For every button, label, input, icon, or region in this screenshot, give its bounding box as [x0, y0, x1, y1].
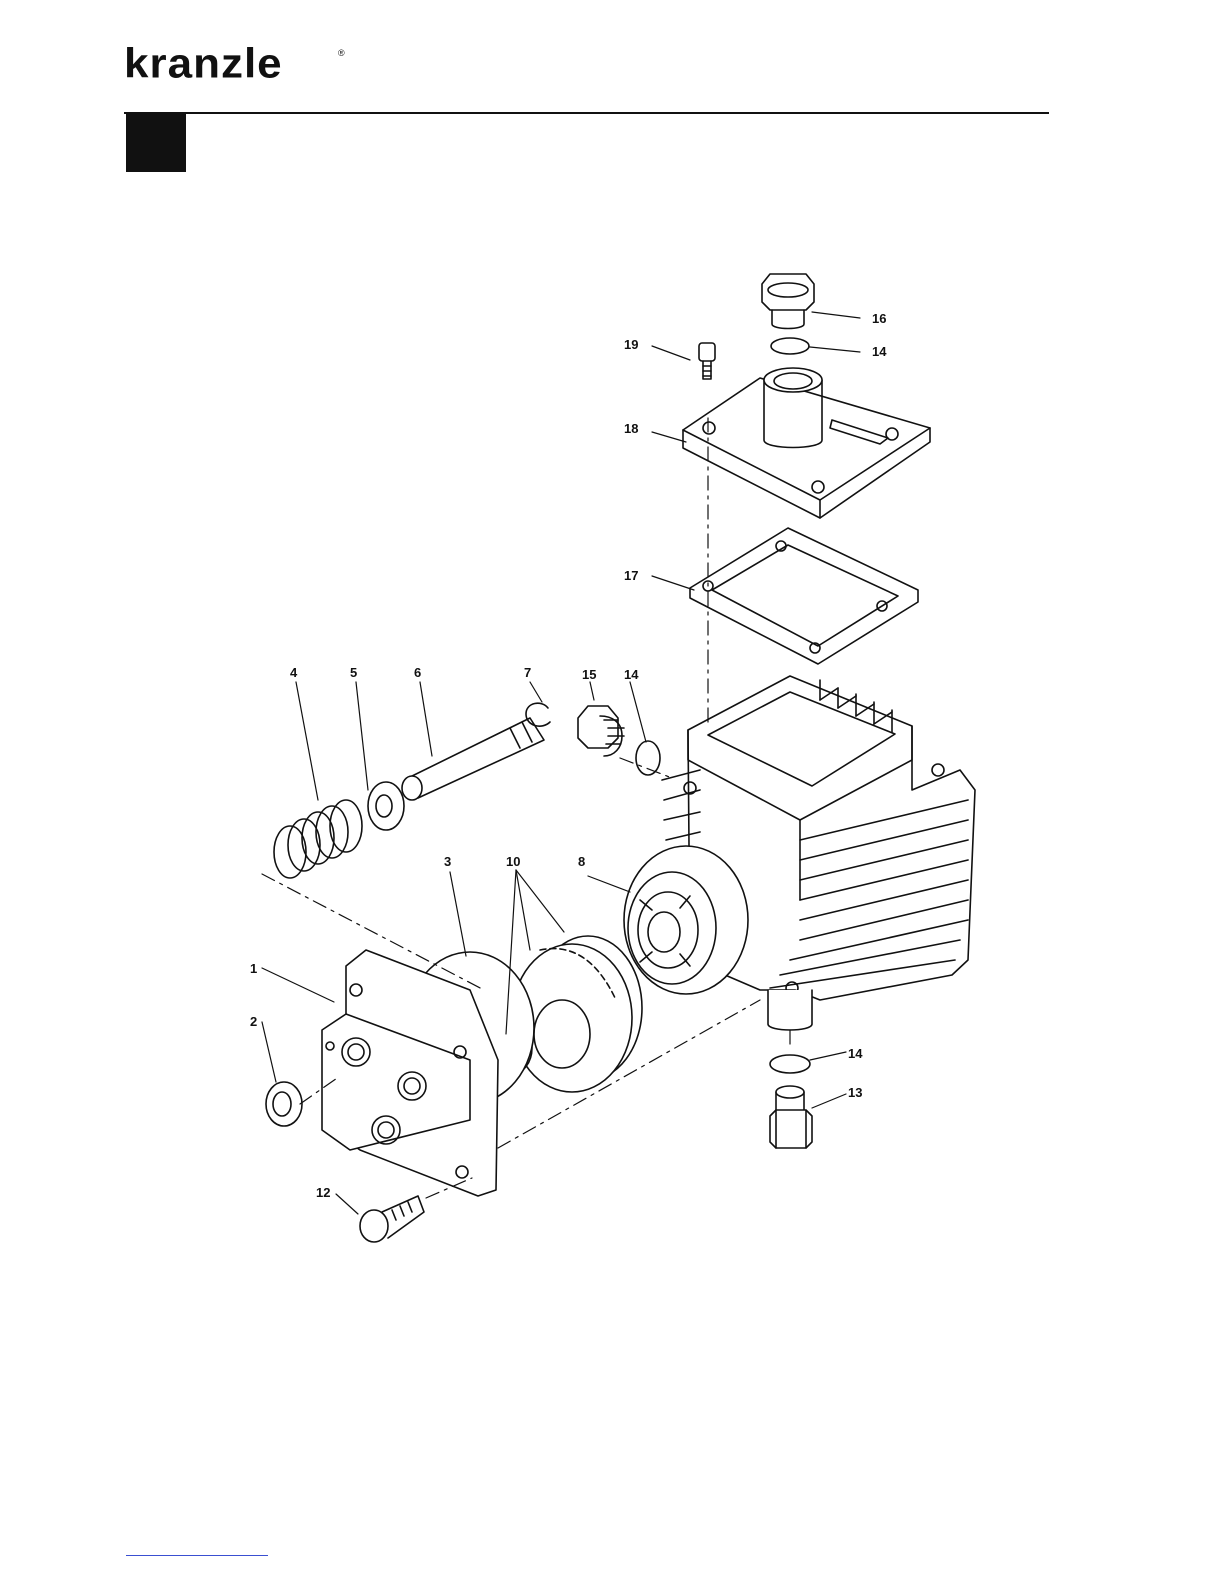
callout-13: 13 — [848, 1085, 862, 1100]
part-14-oring-bottom — [770, 1055, 810, 1073]
part-17-gasket — [690, 528, 918, 664]
part-19-screw — [699, 343, 715, 379]
part-14-oring-top — [771, 338, 809, 354]
callout-14-side: 14 — [624, 667, 639, 682]
part-5-seat — [368, 782, 404, 830]
callout-18: 18 — [624, 421, 638, 436]
callout-14-top: 14 — [872, 344, 887, 359]
callout-17: 17 — [624, 568, 638, 583]
part-4-spring — [274, 800, 362, 878]
part-14-oring-side — [636, 741, 660, 775]
part-13-plug — [770, 1086, 812, 1148]
callout-19: 19 — [624, 337, 638, 352]
part-8-flange — [624, 846, 748, 994]
part-16-plug — [762, 274, 814, 329]
callout-8: 8 — [578, 854, 585, 869]
callout-7: 7 — [524, 665, 531, 680]
callout-16: 16 — [872, 311, 886, 326]
callout-12: 12 — [316, 1185, 330, 1200]
callout-3: 3 — [444, 854, 451, 869]
part-12-screw — [360, 1196, 424, 1242]
callout-14-bottom: 14 — [848, 1046, 863, 1061]
callout-6: 6 — [414, 665, 421, 680]
footer-link-rule — [126, 1555, 268, 1556]
part-7-circlip — [526, 703, 550, 726]
callout-10: 10 — [506, 854, 520, 869]
part-15-plug — [578, 706, 624, 756]
callout-1: 1 — [250, 961, 257, 976]
callout-4: 4 — [290, 665, 298, 680]
part-2-cap — [266, 1082, 302, 1126]
callout-15: 15 — [582, 667, 596, 682]
callout-5: 5 — [350, 665, 357, 680]
part-18-cover — [683, 368, 930, 518]
part-6-piston — [402, 718, 544, 800]
callout-2: 2 — [250, 1014, 257, 1029]
